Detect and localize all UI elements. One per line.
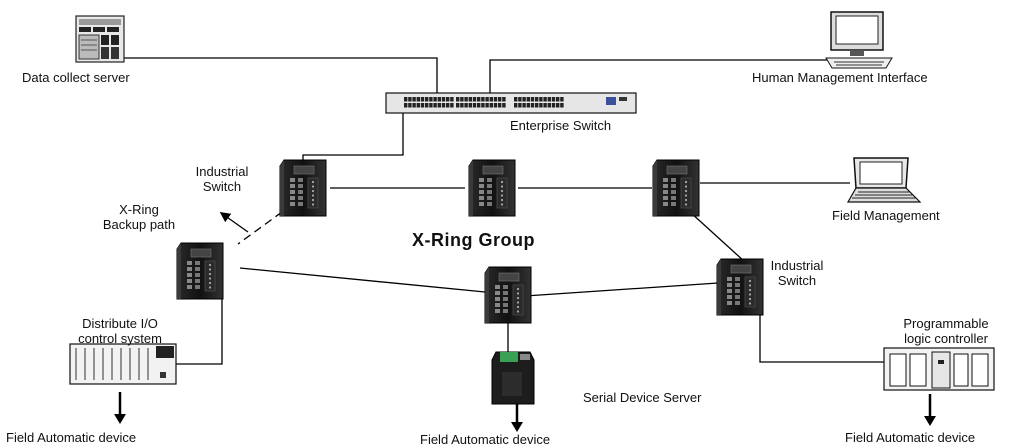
industrial-switch-icon xyxy=(176,242,224,300)
down-arrow-icon xyxy=(924,394,936,426)
distribute-io-line2: control system xyxy=(78,331,162,346)
industrial-switch-icon xyxy=(716,258,764,316)
down-arrows xyxy=(114,392,936,432)
industrial-switch-icon xyxy=(468,159,516,217)
xring-backup-line1: X-Ring xyxy=(119,202,159,217)
industrial-switch-left-line1: Industrial xyxy=(195,164,249,179)
down-arrow-icon xyxy=(114,392,126,424)
rack-switch-icon xyxy=(385,92,637,114)
down-arrow-icon xyxy=(511,404,523,432)
industrial-switch-right-line1: Industrial xyxy=(770,258,824,273)
link-switch1-switch4-backup xyxy=(237,211,283,245)
industrial-switch-icon xyxy=(652,159,700,217)
industrial-switch-right-line2: Switch xyxy=(777,273,817,288)
industrial-switches xyxy=(176,159,764,324)
links xyxy=(100,57,886,365)
distribute-io-line1: Distribute I/O xyxy=(82,316,158,331)
backup-path-arrow xyxy=(219,211,249,233)
xring-group-label: X-Ring Group xyxy=(412,230,535,250)
programmable-line2: logic controller xyxy=(904,331,988,346)
field-automatic-device-center-label: Field Automatic device xyxy=(420,432,551,447)
industrial-switch-left-label: Industrial Switch xyxy=(192,164,252,194)
field-management-label: Field Management xyxy=(832,208,940,223)
human-management-interface-label: Human Management Interface xyxy=(752,70,928,85)
industrial-switch-right-label: Industrial Switch xyxy=(762,258,832,288)
link-switch6-plc xyxy=(759,312,886,363)
enterprise-switch-label: Enterprise Switch xyxy=(510,118,612,133)
link-enterprise-switch1 xyxy=(302,110,404,163)
server-icon xyxy=(75,15,125,63)
laptop-icon xyxy=(846,157,922,203)
link-server-enterprise xyxy=(100,57,438,96)
link-switch5-switch4 xyxy=(239,267,486,293)
link-switch6-switch5 xyxy=(524,282,719,297)
xring-backup-line2: Backup path xyxy=(102,217,176,232)
industrial-switch-icon xyxy=(279,159,327,217)
distribute-io-label: Distribute I/O control system xyxy=(60,316,180,346)
xring-backup-path-label: X-Ring Backup path xyxy=(84,202,194,232)
plc-icon xyxy=(883,347,995,391)
industrial-switch-icon xyxy=(484,266,532,324)
field-automatic-device-right-label: Field Automatic device xyxy=(845,430,976,445)
link-switch4-io xyxy=(176,298,223,365)
programmable-logic-controller-label: Programmable logic controller xyxy=(876,316,1016,346)
industrial-switch-left-line2: Switch xyxy=(202,179,242,194)
link-switch3-switch6 xyxy=(689,211,746,263)
link-pc-enterprise xyxy=(489,59,860,96)
data-collect-server-label: Data collect server xyxy=(22,70,130,85)
serial-device-server-label: Serial Device Server xyxy=(583,390,702,405)
programmable-line1: Programmable xyxy=(903,316,989,331)
desktop-computer-icon xyxy=(825,11,893,69)
field-automatic-device-left-label: Field Automatic device xyxy=(6,430,137,445)
serial-server-icon xyxy=(491,351,535,405)
io-rack-icon xyxy=(69,343,177,385)
